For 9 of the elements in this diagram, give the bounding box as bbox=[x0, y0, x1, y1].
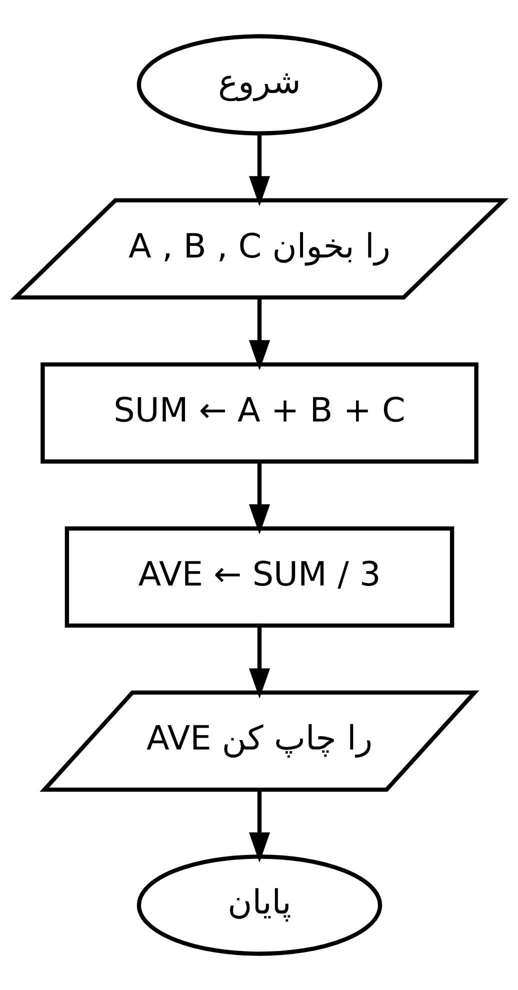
node-box: SUM ← A + B + C bbox=[40, 362, 478, 464]
arrow bbox=[248, 790, 270, 863]
node-ellipse: شروع bbox=[136, 34, 382, 136]
arrow bbox=[248, 133, 270, 206]
arrow bbox=[248, 298, 270, 370]
arrow bbox=[248, 462, 270, 534]
node-box: AVE ← SUM / 3 bbox=[64, 526, 454, 628]
arrow bbox=[248, 626, 270, 698]
node-ellipse: پایان bbox=[136, 854, 382, 956]
